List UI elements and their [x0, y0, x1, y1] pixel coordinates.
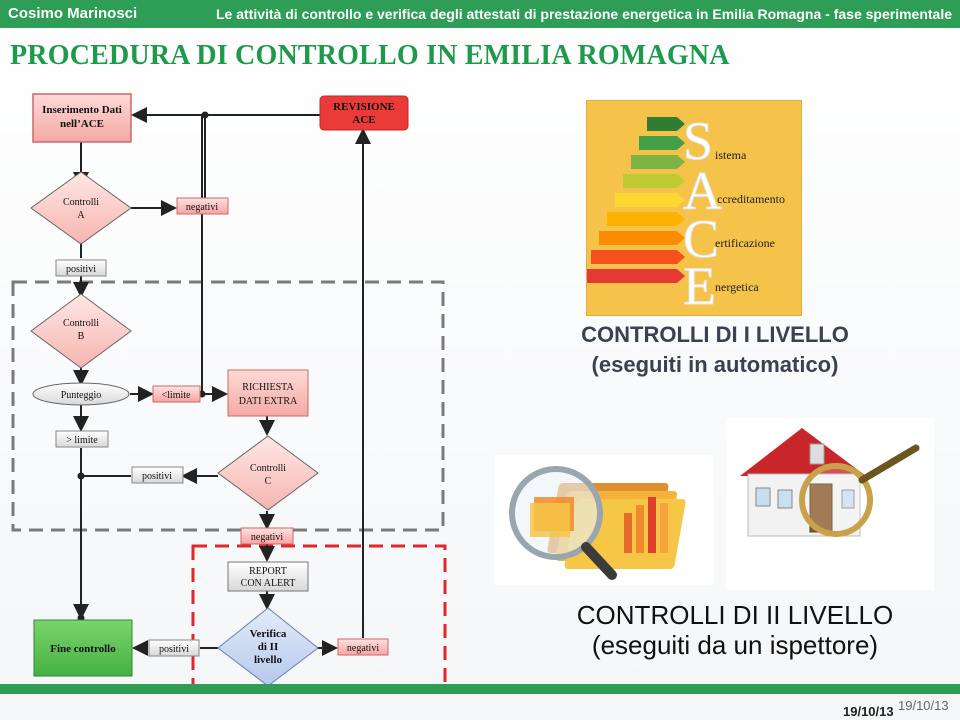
svg-text:Punteggio: Punteggio [61, 390, 102, 401]
sace-word-4: nergetica [715, 280, 759, 294]
magnifier-icon [799, 444, 920, 537]
energy-class-bar [583, 269, 685, 283]
controlli-a-line-1: Controlli [63, 197, 99, 208]
svg-text:<limite: <limite [162, 390, 192, 401]
revisione-ace-box: REVISIONE ACE [319, 95, 409, 131]
svg-text:C: C [265, 476, 272, 487]
presentation-subtitle: Le attività di controllo e verifica degl… [216, 6, 952, 22]
svg-text:livello: livello [254, 654, 283, 666]
svg-text:negativi: negativi [251, 532, 283, 543]
inserimento-dati-box: Inserimento Dati nell’ACE [32, 93, 132, 143]
negativi-a-label: negativi [176, 197, 229, 215]
svg-text:B: B [78, 331, 85, 342]
revisione-line-1: REVISIONE [333, 101, 395, 113]
svg-text:positivi: positivi [142, 471, 172, 482]
svg-text:negativi: negativi [347, 643, 379, 654]
energy-class-bar [615, 193, 685, 207]
richiesta-dati-extra-box: RICHIESTA DATI EXTRA [227, 369, 309, 417]
svg-text:Fine controllo: Fine controllo [50, 643, 116, 655]
footer-bar [0, 684, 960, 694]
svg-text:di II: di II [258, 641, 279, 653]
fine-controllo-box: Fine controllo [33, 619, 133, 677]
first-level-caption: CONTROLLI DI I LIVELLO [581, 322, 849, 347]
energy-class-bar [591, 250, 685, 264]
limite-minore-label: <limite [152, 385, 201, 403]
sace-letter-c: C [683, 209, 719, 269]
second-level-subcaption: (eseguiti da un ispettore) [591, 630, 879, 660]
house-magnifier-illustration [726, 418, 934, 590]
sace-word-3: ertificazione [715, 236, 775, 250]
sace-letter-a: A [683, 161, 722, 221]
svg-text:Verifica: Verifica [250, 628, 287, 640]
limite-maggiore-label: > limite [55, 430, 109, 448]
sace-logo: S A C E istema ccreditamento ertificazio… [583, 100, 802, 317]
svg-text:CON ALERT: CON ALERT [241, 578, 296, 589]
svg-text:positivi: positivi [159, 644, 189, 655]
header-bar: Cosimo Marinosci Le attività di controll… [0, 0, 960, 28]
positivi-c-label: positivi [131, 466, 184, 484]
energy-class-bar [623, 174, 685, 188]
svg-text:> limite: > limite [66, 435, 98, 446]
revisione-line-2: ACE [352, 114, 375, 126]
svg-text:DATI EXTRA: DATI EXTRA [239, 396, 298, 407]
footer-date-secondary: 19/10/13 [898, 698, 949, 713]
magnifier-icon [509, 466, 617, 580]
sace-letter-s: S [683, 111, 713, 171]
negativi-c-label: negativi [240, 527, 294, 545]
inserimento-line-2: nell’ACE [60, 118, 104, 130]
controlli-a-line-2: A [77, 210, 85, 221]
energy-class-bar [647, 117, 685, 131]
controlli-c-diamond: Controlli C [217, 435, 319, 511]
svg-text:Controlli: Controlli [250, 463, 286, 474]
energy-class-bar [639, 136, 685, 150]
verifica-ii-livello-diamond: Verifica di II livello [217, 607, 319, 686]
negativi-ii-label: negativi [337, 638, 389, 656]
positivi-ii-label: positivi [148, 639, 200, 657]
svg-text:positivi: positivi [66, 264, 96, 275]
inserimento-line-1: Inserimento Dati [42, 104, 122, 116]
energy-class-bar [599, 231, 685, 245]
svg-text:RICHIESTA: RICHIESTA [242, 382, 294, 393]
first-level-region [11, 280, 445, 532]
controlli-b-diamond: Controlli B [30, 293, 132, 369]
author-name: Cosimo Marinosci [8, 5, 138, 22]
sace-word-2: ccreditamento [717, 192, 785, 206]
slide-title: PROCEDURA DI CONTROLLO IN EMILIA ROMAGNA [10, 40, 730, 71]
report-con-alert-box: REPORT CON ALERT [227, 561, 309, 592]
sace-word-1: istema [715, 148, 747, 162]
svg-text:REPORT: REPORT [249, 566, 287, 577]
controlli-a-diamond: Controlli A [30, 171, 132, 245]
second-level-caption: CONTROLLI DI II LIVELLO [576, 600, 894, 630]
sace-logo-graphic: S A C E istema ccreditamento ertificazio… [583, 111, 785, 317]
folders-magnifier-illustration [494, 455, 714, 585]
second-level-region [191, 544, 447, 686]
sace-letter-e: E [683, 256, 716, 315]
svg-text:negativi: negativi [186, 202, 218, 213]
flowchart: Inserimento Dati nell’ACE REVISIONE ACE … [11, 93, 447, 686]
punteggio-ellipse: Punteggio [32, 382, 130, 406]
first-level-subcaption: (eseguiti in automatico) [591, 352, 839, 377]
footer-date: 19/10/13 [843, 704, 894, 719]
energy-class-bar [607, 212, 685, 226]
energy-class-bar [631, 155, 685, 169]
positivi-a-label: positivi [55, 259, 107, 277]
svg-text:Controlli: Controlli [63, 318, 99, 329]
